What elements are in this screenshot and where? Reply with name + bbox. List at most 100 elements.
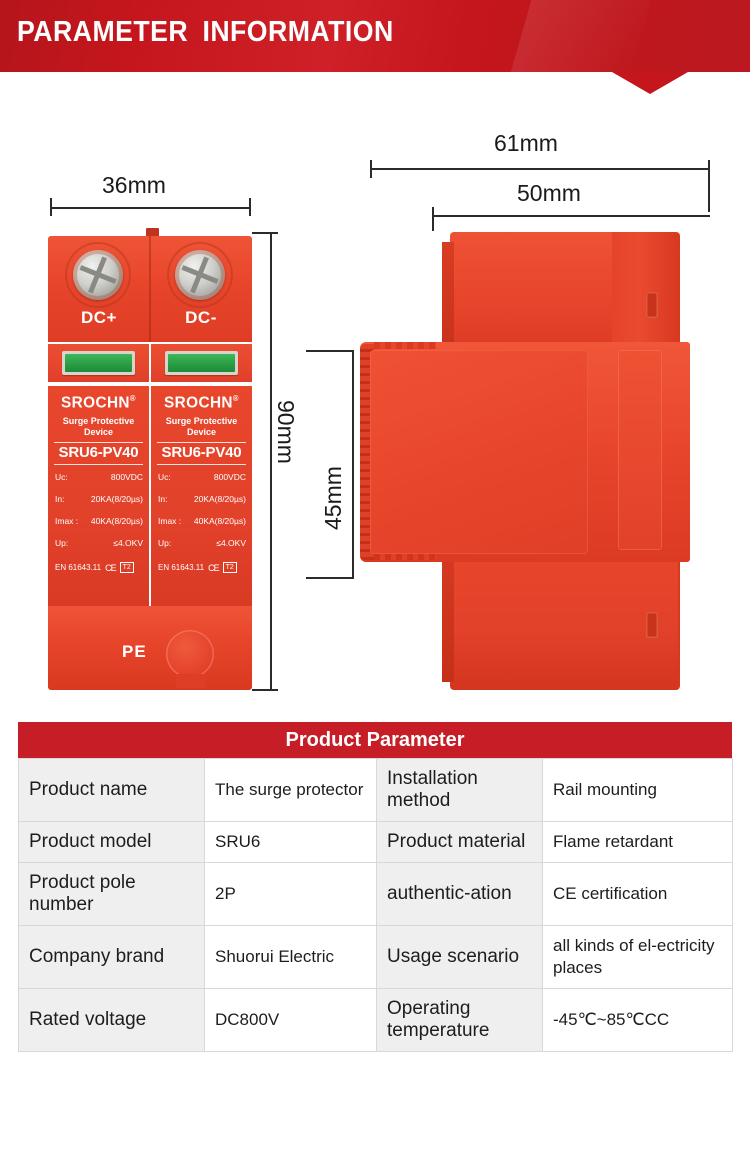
dimension-side-height-label: 45mm [320,466,346,530]
status-window-right [151,344,252,382]
param-key: Product pole number [18,862,205,926]
param-key: Product material [376,821,543,863]
dimension-tick-top [252,232,278,234]
device-side-view [360,232,710,690]
terminal-label-positive: DC+ [81,308,117,327]
spec-row-uc-right: Uc:800VDC [158,472,246,482]
device-model-right: SRU6-PV40 [161,444,242,461]
param-value: 2P [204,862,377,926]
status-indicator-row [48,344,252,382]
label-divider-top-right [157,442,246,443]
standard-number-left: EN 61643.11 [55,563,102,572]
table-row: Company brand Shuorui Electric Usage sce… [18,925,733,989]
param-key: Company brand [18,925,205,989]
table-row: Product name The surge protector Install… [18,758,733,822]
spec-row-up-right: Up:≤4.OKV [158,538,246,548]
ce-mark-icon: CE [105,562,116,573]
side-ridges-bottom [374,552,436,560]
device-model-left: SRU6-PV40 [58,444,139,461]
dimension-front-height-line [270,232,272,690]
dimension-side-height-line [352,350,354,578]
ce-mark-icon-right: CE [208,562,219,573]
param-value: SRU6 [204,821,377,863]
side-right-panel [618,350,662,550]
dimension-tick-side-bottom [306,577,354,579]
param-key: Operating temperature [376,988,543,1052]
status-bezel-left [62,351,135,375]
certification-row-left: EN 61643.11 CE T2 [55,562,145,573]
param-key: Usage scenario [376,925,543,989]
dimension-tick-outer-right [708,160,710,212]
standard-number-right: EN 61643.11 [158,563,205,572]
spec-row-up-left: Up:≤4.OKV [55,538,143,548]
param-key: Rated voltage [18,988,205,1052]
param-key: Product name [18,758,205,822]
spec-row-imax-right: Imax :40KA(8/20µs) [158,516,246,526]
side-notch-bottom [646,612,658,638]
ground-terminal-boss [166,630,214,678]
dimension-side-outer-label: 61mm [494,130,558,156]
side-bottom-left-edge [442,556,454,682]
side-notch-top [646,292,658,318]
status-indicator-green-right [168,354,235,372]
dimension-front-width-line [50,207,250,209]
dimension-side-outer-line [370,168,710,170]
ground-terminal-tab [176,674,206,688]
dimension-tick-left [50,198,52,216]
status-indicator-green-left [65,354,132,372]
param-value: -45℃~85℃CC [542,988,733,1052]
spec-row-in-left: In:20KA(8/20µs) [55,494,143,504]
banner-sheen [505,0,655,90]
page-header-banner: PARAMETER INFORMATION [0,0,750,94]
spec-row-in-right: In:20KA(8/20µs) [158,494,246,504]
param-value: Shuorui Electric [204,925,377,989]
dimension-tick-outer-left [370,160,372,178]
type2-mark-icon-right: T2 [222,562,237,573]
side-top-left-edge [442,242,454,346]
param-value: The surge protector [204,758,377,822]
parameter-table: Product name The surge protector Install… [18,758,733,1052]
page-title: PARAMETER INFORMATION [17,16,394,48]
status-bezel-right [165,351,238,375]
device-base: PE [48,606,252,690]
param-value: Flame retardant [542,821,733,863]
param-key: Product model [18,821,205,863]
dimension-tick-bottom [252,689,278,691]
screw-terminal-positive-icon [73,250,123,300]
dimension-tick-inner-left [432,207,434,231]
spec-row-imax-left: Imax :40KA(8/20µs) [55,516,143,526]
dimension-front-width-label: 36mm [102,172,166,198]
table-row: Rated voltage DC800V Operating temperatu… [18,988,733,1052]
side-ridges-top [374,342,436,349]
table-row: Product model SRU6 Product material Flam… [18,821,733,863]
param-value: DC800V [204,988,377,1052]
brand-name-right: SROCHN® [164,394,239,412]
product-parameter-table: Product Parameter Product name The surge… [18,722,733,1052]
spec-row-uc-left: Uc:800VDC [55,472,143,482]
table-title: Product Parameter [18,722,732,758]
param-value: CE certification [542,862,733,926]
ground-terminal-label: PE [122,642,147,661]
status-window-left [48,344,149,382]
label-divider-bottom-left [54,464,143,465]
label-divider-bottom-right [157,464,246,465]
dimension-side-inner-label: 50mm [517,180,581,206]
type2-mark-icon: T2 [119,562,134,573]
dimension-tick-side-top [306,350,354,352]
certification-row-right: EN 61643.11 CE T2 [158,562,248,573]
param-value: Rail mounting [542,758,733,822]
screw-terminal-negative-icon [175,250,225,300]
brand-name-left: SROCHN® [61,394,136,412]
table-row: Product pole number 2P authentic-ation C… [18,862,733,926]
param-key: authentic-ation [376,862,543,926]
dimension-side-inner-line [432,215,710,217]
param-value: all kinds of el-ectricity places [542,925,733,989]
dimension-front-height-label: 90mm [273,400,299,464]
